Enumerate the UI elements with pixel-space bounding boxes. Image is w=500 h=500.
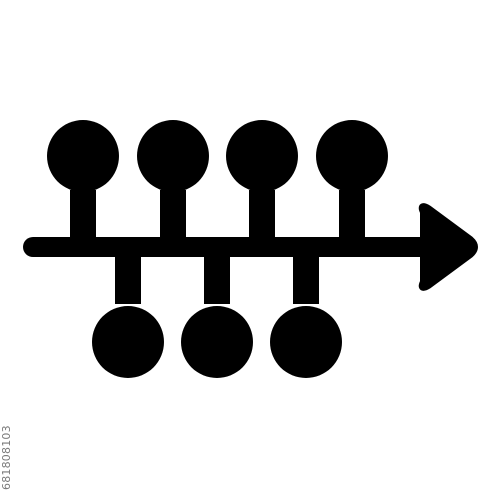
timeline-node-top-2 bbox=[137, 120, 209, 240]
timeline-node-bottom-1 bbox=[92, 254, 164, 378]
timeline-node-top-1 bbox=[47, 120, 119, 240]
timeline-node-bottom-2 bbox=[181, 254, 253, 378]
timeline-node-top-4 bbox=[316, 120, 388, 240]
stock-id-label: 681808103 bbox=[0, 425, 13, 490]
timeline-node-top-3 bbox=[226, 120, 298, 240]
timeline-node-bottom-3 bbox=[270, 254, 342, 378]
arrow-head-icon bbox=[418, 203, 478, 291]
